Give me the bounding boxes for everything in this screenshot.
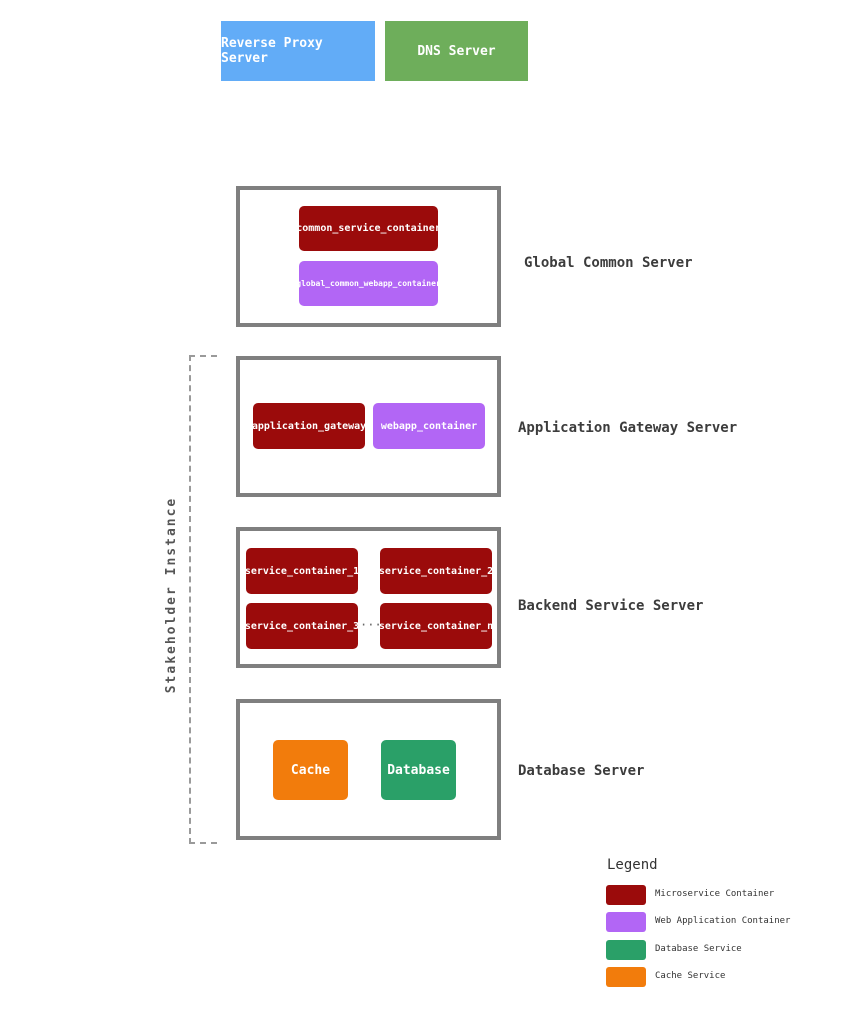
stakeholder-instance-label: Stakeholder Instance — [164, 496, 179, 694]
database-container-label: Database — [387, 762, 450, 778]
service-container-2: service_container_2 — [378, 548, 494, 594]
reverse-proxy-server-box: Reverse Proxy Server — [221, 21, 375, 81]
cache-container: Cache — [273, 740, 348, 800]
legend-label-database: Database Service — [655, 944, 742, 954]
application-gateway-container: application_gateway — [251, 403, 367, 449]
legend-label-webapp: Web Application Container — [655, 916, 791, 926]
legend-swatch-cache — [606, 967, 646, 987]
backend-service-server-label: Backend Service Server — [518, 598, 704, 614]
service-container-2-label: service_container_2 — [378, 565, 494, 577]
service-container-n-label: service_container_n — [378, 620, 494, 632]
legend-label-cache: Cache Service — [655, 971, 726, 981]
stakeholder-instance-bracket — [189, 355, 217, 844]
legend-swatch-database — [606, 940, 646, 960]
webapp-container: webapp_container — [373, 403, 485, 449]
dns-server-label: DNS Server — [417, 43, 496, 59]
legend-title: Legend — [607, 857, 658, 873]
common-service-container: common_service_container — [296, 206, 441, 251]
service-container-3-label: service_container_3 — [244, 620, 360, 632]
webapp-container-label: webapp_container — [380, 420, 478, 432]
service-container-3: service_container_3 — [244, 603, 360, 649]
application-gateway-container-label: application_gateway — [251, 420, 367, 432]
database-container: Database — [381, 740, 456, 800]
application-gateway-server-label: Application Gateway Server — [518, 420, 738, 436]
legend-label-microservice: Microservice Container — [655, 889, 775, 899]
dns-server-box: DNS Server — [385, 21, 528, 81]
reverse-proxy-server-label: Reverse Proxy Server — [221, 36, 323, 66]
service-container-1-label: service_container_1 — [244, 565, 360, 577]
database-server-label: Database Server — [518, 763, 645, 779]
service-container-n: service_container_n — [378, 603, 494, 649]
legend-swatch-webapp — [606, 912, 646, 932]
service-container-1: service_container_1 — [244, 548, 360, 594]
global-common-server-label: Global Common Server — [524, 255, 693, 271]
cache-container-label: Cache — [290, 762, 331, 778]
global-common-webapp-container-label: global_common_webapp_container — [296, 279, 441, 288]
more-containers-ellipsis: ··· — [360, 618, 382, 632]
global-common-webapp-container: global_common_webapp_container — [296, 261, 441, 306]
legend-swatch-microservice — [606, 885, 646, 905]
common-service-container-label: common_service_container — [296, 223, 441, 234]
